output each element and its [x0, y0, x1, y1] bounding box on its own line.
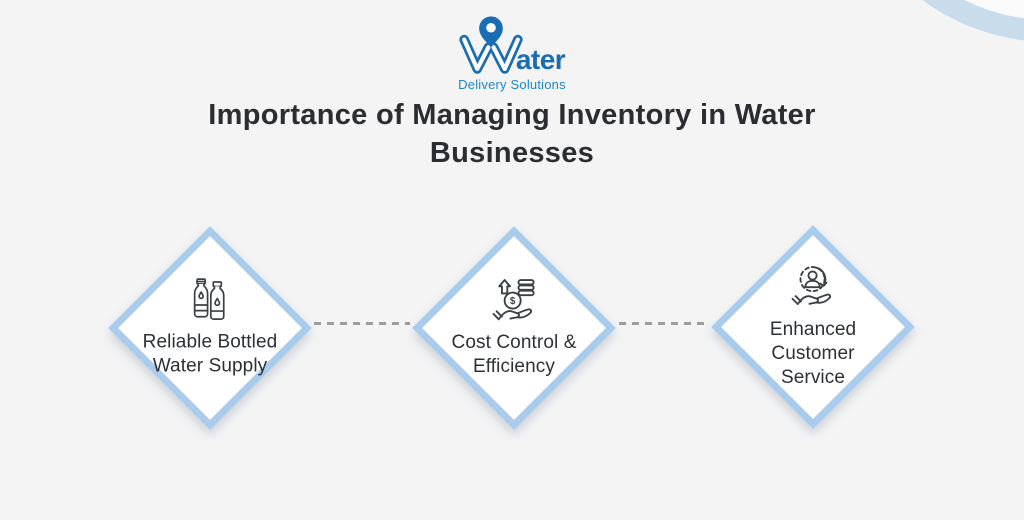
page-title: Importance of Managing Inventory in Wate… [208, 99, 816, 170]
step-label: Enhanced Customer Service [769, 319, 857, 388]
brand-tagline: Delivery Solutions [458, 77, 566, 92]
step-label: Reliable Bottled Water Supply [142, 331, 278, 377]
step-card-customer-service: Enhanced Customer Service [711, 225, 915, 429]
brand-name-suffix: ater [515, 44, 566, 75]
step-content: Enhanced Customer Service [734, 264, 892, 390]
dashed-connector-2 [619, 322, 709, 325]
brand-logo: ater Delivery Solutions [0, 14, 1024, 92]
step-content: Reliable Bottled Water Supply [131, 278, 289, 379]
water-bottles-icon [193, 278, 225, 320]
step-content: $ Cost Control & Efficiency [435, 277, 593, 379]
water-pin-logo-icon [459, 16, 523, 74]
dashed-connector-1 [314, 322, 410, 325]
step-card-cost-control: $ Cost Control & Efficiency [412, 226, 616, 430]
hand-coins-icon: $ [492, 279, 535, 321]
step-card-reliable-supply: Reliable Bottled Water Supply [108, 226, 312, 430]
dollar-symbol: $ [510, 296, 516, 307]
customer-care-icon [791, 266, 832, 306]
brand-logo-row: ater [459, 14, 566, 76]
step-label: Cost Control & Efficiency [451, 332, 577, 377]
